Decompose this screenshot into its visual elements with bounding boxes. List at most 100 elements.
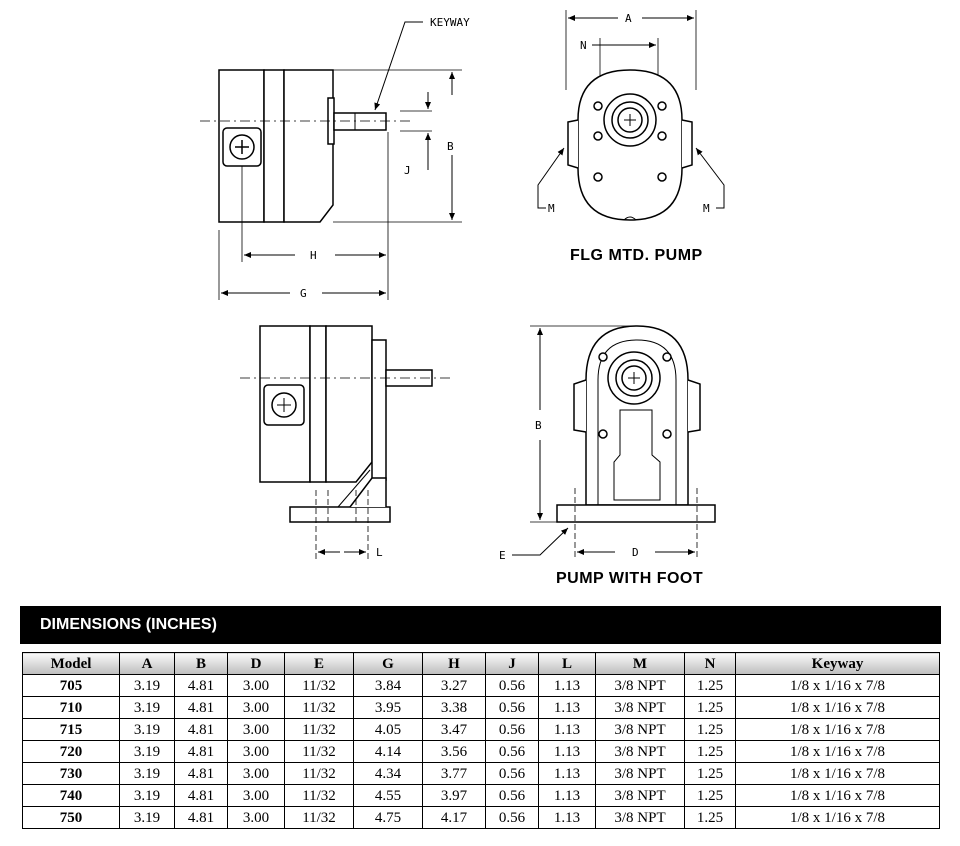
b-label: B [447, 140, 454, 153]
table-cell: 1.25 [684, 806, 736, 829]
table-cell: 3.56 [422, 740, 486, 763]
keyway-label: KEYWAY [430, 16, 470, 29]
table-cell: 1.25 [684, 696, 736, 719]
front-housing [283, 69, 334, 223]
table-cell: 3.00 [227, 674, 285, 697]
header-row: Model A B D E G H J L M N Keyway [22, 652, 940, 675]
table-cell: 3.19 [119, 674, 175, 697]
table-cell: 3.19 [119, 762, 175, 785]
table-cell: 4.75 [353, 806, 423, 829]
table-cell: 3.19 [119, 718, 175, 741]
col-header: G [353, 652, 423, 675]
table-cell: 0.56 [485, 696, 539, 719]
technical-drawings: KEYWAY J B H G A N M M FLG MTD. PUMP [200, 10, 725, 587]
table-cell: 11/32 [284, 762, 354, 785]
table-cell: 3.00 [227, 784, 285, 807]
table-cell: 4.81 [174, 696, 228, 719]
table-cell: 4.14 [353, 740, 423, 763]
col-header: L [538, 652, 596, 675]
m-right-label: M [703, 202, 710, 215]
col-header: B [174, 652, 228, 675]
table-cell: 3/8 NPT [595, 784, 685, 807]
table-cell: 11/32 [284, 806, 354, 829]
n-label: N [580, 39, 587, 52]
shaft [333, 112, 387, 131]
table-cell: 1/8 x 1/16 x 7/8 [735, 740, 940, 763]
model-cell: 720 [22, 740, 120, 763]
table-cell: 3.38 [422, 696, 486, 719]
table-cell: 1.13 [538, 762, 596, 785]
table-cell: 3.00 [227, 696, 285, 719]
table-cell: 1.13 [538, 718, 596, 741]
table-cell: 11/32 [284, 718, 354, 741]
table-cell: 3.00 [227, 762, 285, 785]
table-cell: 3.00 [227, 740, 285, 763]
foot-caption: PUMP WITH FOOT [556, 570, 703, 587]
col-header: D [227, 652, 285, 675]
col-header: M [595, 652, 685, 675]
table-cell: 3.84 [353, 674, 423, 697]
model-cell: 710 [22, 696, 120, 719]
table-cell: 3.19 [119, 784, 175, 807]
j-label: J [404, 164, 411, 177]
table-cell: 11/32 [284, 740, 354, 763]
model-cell: 705 [22, 674, 120, 697]
table-cell: 0.56 [485, 674, 539, 697]
table-cell: 4.34 [353, 762, 423, 785]
flange-caption: FLG MTD. PUMP [570, 247, 703, 264]
col-header: N [684, 652, 736, 675]
foot-front-view [512, 325, 716, 560]
table-cell: 1.25 [684, 762, 736, 785]
table-cell: 1/8 x 1/16 x 7/8 [735, 762, 940, 785]
table-cell: 1/8 x 1/16 x 7/8 [735, 696, 940, 719]
table-cell: 1.25 [684, 740, 736, 763]
table-cell: 4.81 [174, 740, 228, 763]
table-cell: 3/8 NPT [595, 696, 685, 719]
table-cell: 4.81 [174, 718, 228, 741]
housing-ring [263, 69, 285, 223]
table-cell: 11/32 [284, 696, 354, 719]
table-cell: 3.19 [119, 696, 175, 719]
model-cell: 730 [22, 762, 120, 785]
table-cell: 1.13 [538, 696, 596, 719]
model-cell: 750 [22, 806, 120, 829]
col-header: E [284, 652, 354, 675]
table-cell: 4.55 [353, 784, 423, 807]
table-cell: 1.13 [538, 674, 596, 697]
table-cell: 3/8 NPT [595, 806, 685, 829]
foot-side-view [240, 325, 450, 560]
d-label: D [632, 546, 639, 559]
col-header: Model [22, 652, 120, 675]
a-label: A [625, 12, 632, 25]
table-cell: 3.00 [227, 718, 285, 741]
table-cell: 1/8 x 1/16 x 7/8 [735, 784, 940, 807]
table-cell: 11/32 [284, 784, 354, 807]
table-cell: 1.13 [538, 784, 596, 807]
model-cell: 740 [22, 784, 120, 807]
col-header: Keyway [735, 652, 940, 675]
table-cell: 3/8 NPT [595, 740, 685, 763]
table-cell: 1.25 [684, 784, 736, 807]
model-cell: 715 [22, 718, 120, 741]
table-cell: 4.05 [353, 718, 423, 741]
h-label: H [310, 249, 317, 262]
col-header: A [119, 652, 175, 675]
table-cell: 3.95 [353, 696, 423, 719]
b2-label: B [535, 419, 542, 432]
table-cell: 1.13 [538, 740, 596, 763]
table-cell: 1/8 x 1/16 x 7/8 [735, 718, 940, 741]
table-cell: 3.47 [422, 718, 486, 741]
table-cell: 0.56 [485, 740, 539, 763]
table-cell: 3.19 [119, 806, 175, 829]
table-cell: 1.25 [684, 674, 736, 697]
table-cell: 3.19 [119, 740, 175, 763]
col-header: J [485, 652, 539, 675]
section-title: DIMENSIONS (INCHES) [20, 606, 941, 644]
